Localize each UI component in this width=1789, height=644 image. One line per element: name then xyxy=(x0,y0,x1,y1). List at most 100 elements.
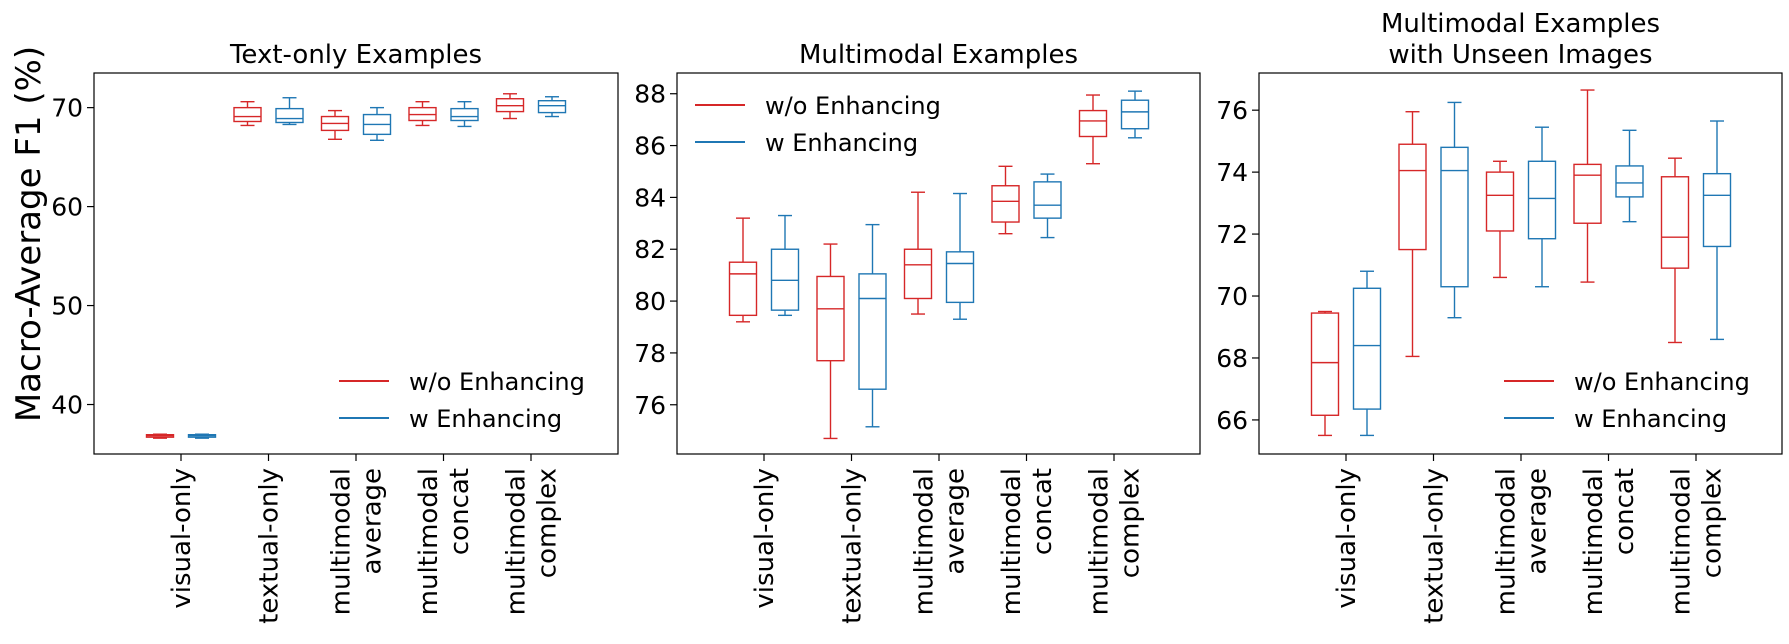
legend-label: w/o Enhancing xyxy=(1574,368,1750,396)
box-without-4 xyxy=(1573,89,1602,283)
box-with-4 xyxy=(450,100,479,128)
box-without-5 xyxy=(495,93,525,120)
box-without-2 xyxy=(1398,111,1427,358)
box-without-2 xyxy=(233,100,262,127)
y-tick-label: 40 xyxy=(51,391,83,420)
chart-title: Text-only Examples xyxy=(229,40,482,70)
box-with-3 xyxy=(1527,126,1557,288)
x-tick-label: concat xyxy=(445,468,475,555)
box-without-3 xyxy=(1485,160,1515,279)
box-with-2 xyxy=(275,97,304,126)
x-tick-label: multimodal xyxy=(1492,468,1522,615)
box-with-1 xyxy=(1352,270,1382,437)
iqr-box xyxy=(233,106,262,123)
iqr-box xyxy=(1527,160,1557,240)
box-without-2 xyxy=(816,243,845,440)
x-tick-label: multimodal xyxy=(327,468,357,615)
y-tick-label: 80 xyxy=(634,287,666,316)
box-without-1 xyxy=(728,217,758,323)
box-with-1 xyxy=(187,433,217,439)
plot-frame xyxy=(676,72,1201,455)
iqr-box xyxy=(1485,171,1515,232)
plot-frame xyxy=(1258,72,1783,455)
iqr-box xyxy=(728,261,758,317)
x-tick-label: multimodal xyxy=(1579,468,1609,615)
box-with-2 xyxy=(1440,101,1469,319)
iqr-box xyxy=(1615,165,1644,198)
x-tick-label: multimodal xyxy=(414,468,444,615)
x-tick-label: average xyxy=(358,468,388,574)
x-tick-label: multimodal xyxy=(997,468,1027,615)
y-tick-label: 68 xyxy=(1216,344,1248,373)
x-tick-label: complex xyxy=(1116,468,1146,578)
y-axis-label: Macro-Average F1 (%) xyxy=(9,46,49,422)
chart-panel-2: Multimodal Examples 76 78 80 82 84 86 88 visual-… xyxy=(634,40,1201,624)
box-without-5 xyxy=(1078,94,1108,165)
x-tick-label: visual-only xyxy=(750,468,780,609)
y-tick-label: 66 xyxy=(1216,406,1248,435)
box-without-3 xyxy=(903,191,933,315)
legend-label: w Enhancing xyxy=(1574,405,1727,433)
y-tick-label: 50 xyxy=(51,292,83,321)
x-tick-label: concat xyxy=(1028,468,1058,555)
box-without-1 xyxy=(1310,310,1340,437)
iqr-box xyxy=(903,248,933,300)
box-without-3 xyxy=(320,109,350,141)
box-with-1 xyxy=(770,214,800,317)
iqr-box xyxy=(1352,287,1382,410)
chart-title: Multimodal Examples xyxy=(1381,9,1660,39)
box-with-5 xyxy=(537,96,567,118)
y-tick-label: 86 xyxy=(634,132,666,161)
iqr-box xyxy=(858,273,887,390)
x-tick-label: concat xyxy=(1610,468,1640,555)
x-tick-label: multimodal xyxy=(910,468,940,615)
legend-label: w/o Enhancing xyxy=(409,368,585,396)
plot-frame xyxy=(93,72,619,455)
iqr-box xyxy=(1078,109,1108,138)
x-tick-label: visual-only xyxy=(1332,468,1362,609)
x-tick-label: textual-only xyxy=(1420,468,1450,624)
legend: w/o Enhancing w Enhancing xyxy=(1504,368,1750,433)
legend-label: w/o Enhancing xyxy=(765,92,941,120)
x-tick-label: textual-only xyxy=(838,468,868,624)
iqr-box xyxy=(537,100,567,114)
iqr-box xyxy=(1440,146,1469,288)
chart-title: with Unseen Images xyxy=(1388,40,1652,70)
iqr-box xyxy=(945,251,975,304)
box-with-2 xyxy=(858,223,887,428)
iqr-box xyxy=(1660,176,1690,269)
box-without-4 xyxy=(408,100,437,127)
box-with-3 xyxy=(945,192,975,320)
y-tick-label: 88 xyxy=(634,80,666,109)
y-tick-label: 70 xyxy=(1216,282,1248,311)
legend: w/o Enhancing w Enhancing xyxy=(339,368,585,433)
x-tick-label: multimodal xyxy=(502,468,532,615)
chart-title: Multimodal Examples xyxy=(799,40,1078,70)
x-tick-label: visual-only xyxy=(167,468,197,609)
iqr-box xyxy=(450,107,479,122)
y-tick-label: 60 xyxy=(51,193,83,222)
y-tick-label: 76 xyxy=(634,391,666,420)
box-with-5 xyxy=(1702,120,1732,341)
iqr-box xyxy=(1702,172,1732,248)
y-tick-label: 74 xyxy=(1216,158,1248,187)
box-without-1 xyxy=(145,433,175,439)
y-tick-label: 84 xyxy=(634,183,666,212)
y-tick-label: 78 xyxy=(634,339,666,368)
x-tick-label: textual-only xyxy=(255,468,285,624)
x-tick-label: multimodal xyxy=(1667,468,1697,615)
iqr-box xyxy=(1120,99,1150,130)
y-tick-label: 82 xyxy=(634,235,666,264)
iqr-box xyxy=(1033,181,1062,219)
iqr-box xyxy=(991,185,1020,223)
x-tick-label: average xyxy=(1523,468,1553,574)
legend-label: w Enhancing xyxy=(409,405,562,433)
box-without-5 xyxy=(1660,157,1690,344)
box-with-5 xyxy=(1120,90,1150,139)
iqr-box xyxy=(1310,312,1340,416)
box-with-4 xyxy=(1615,129,1644,223)
iqr-box xyxy=(275,107,304,124)
iqr-box xyxy=(816,275,845,362)
